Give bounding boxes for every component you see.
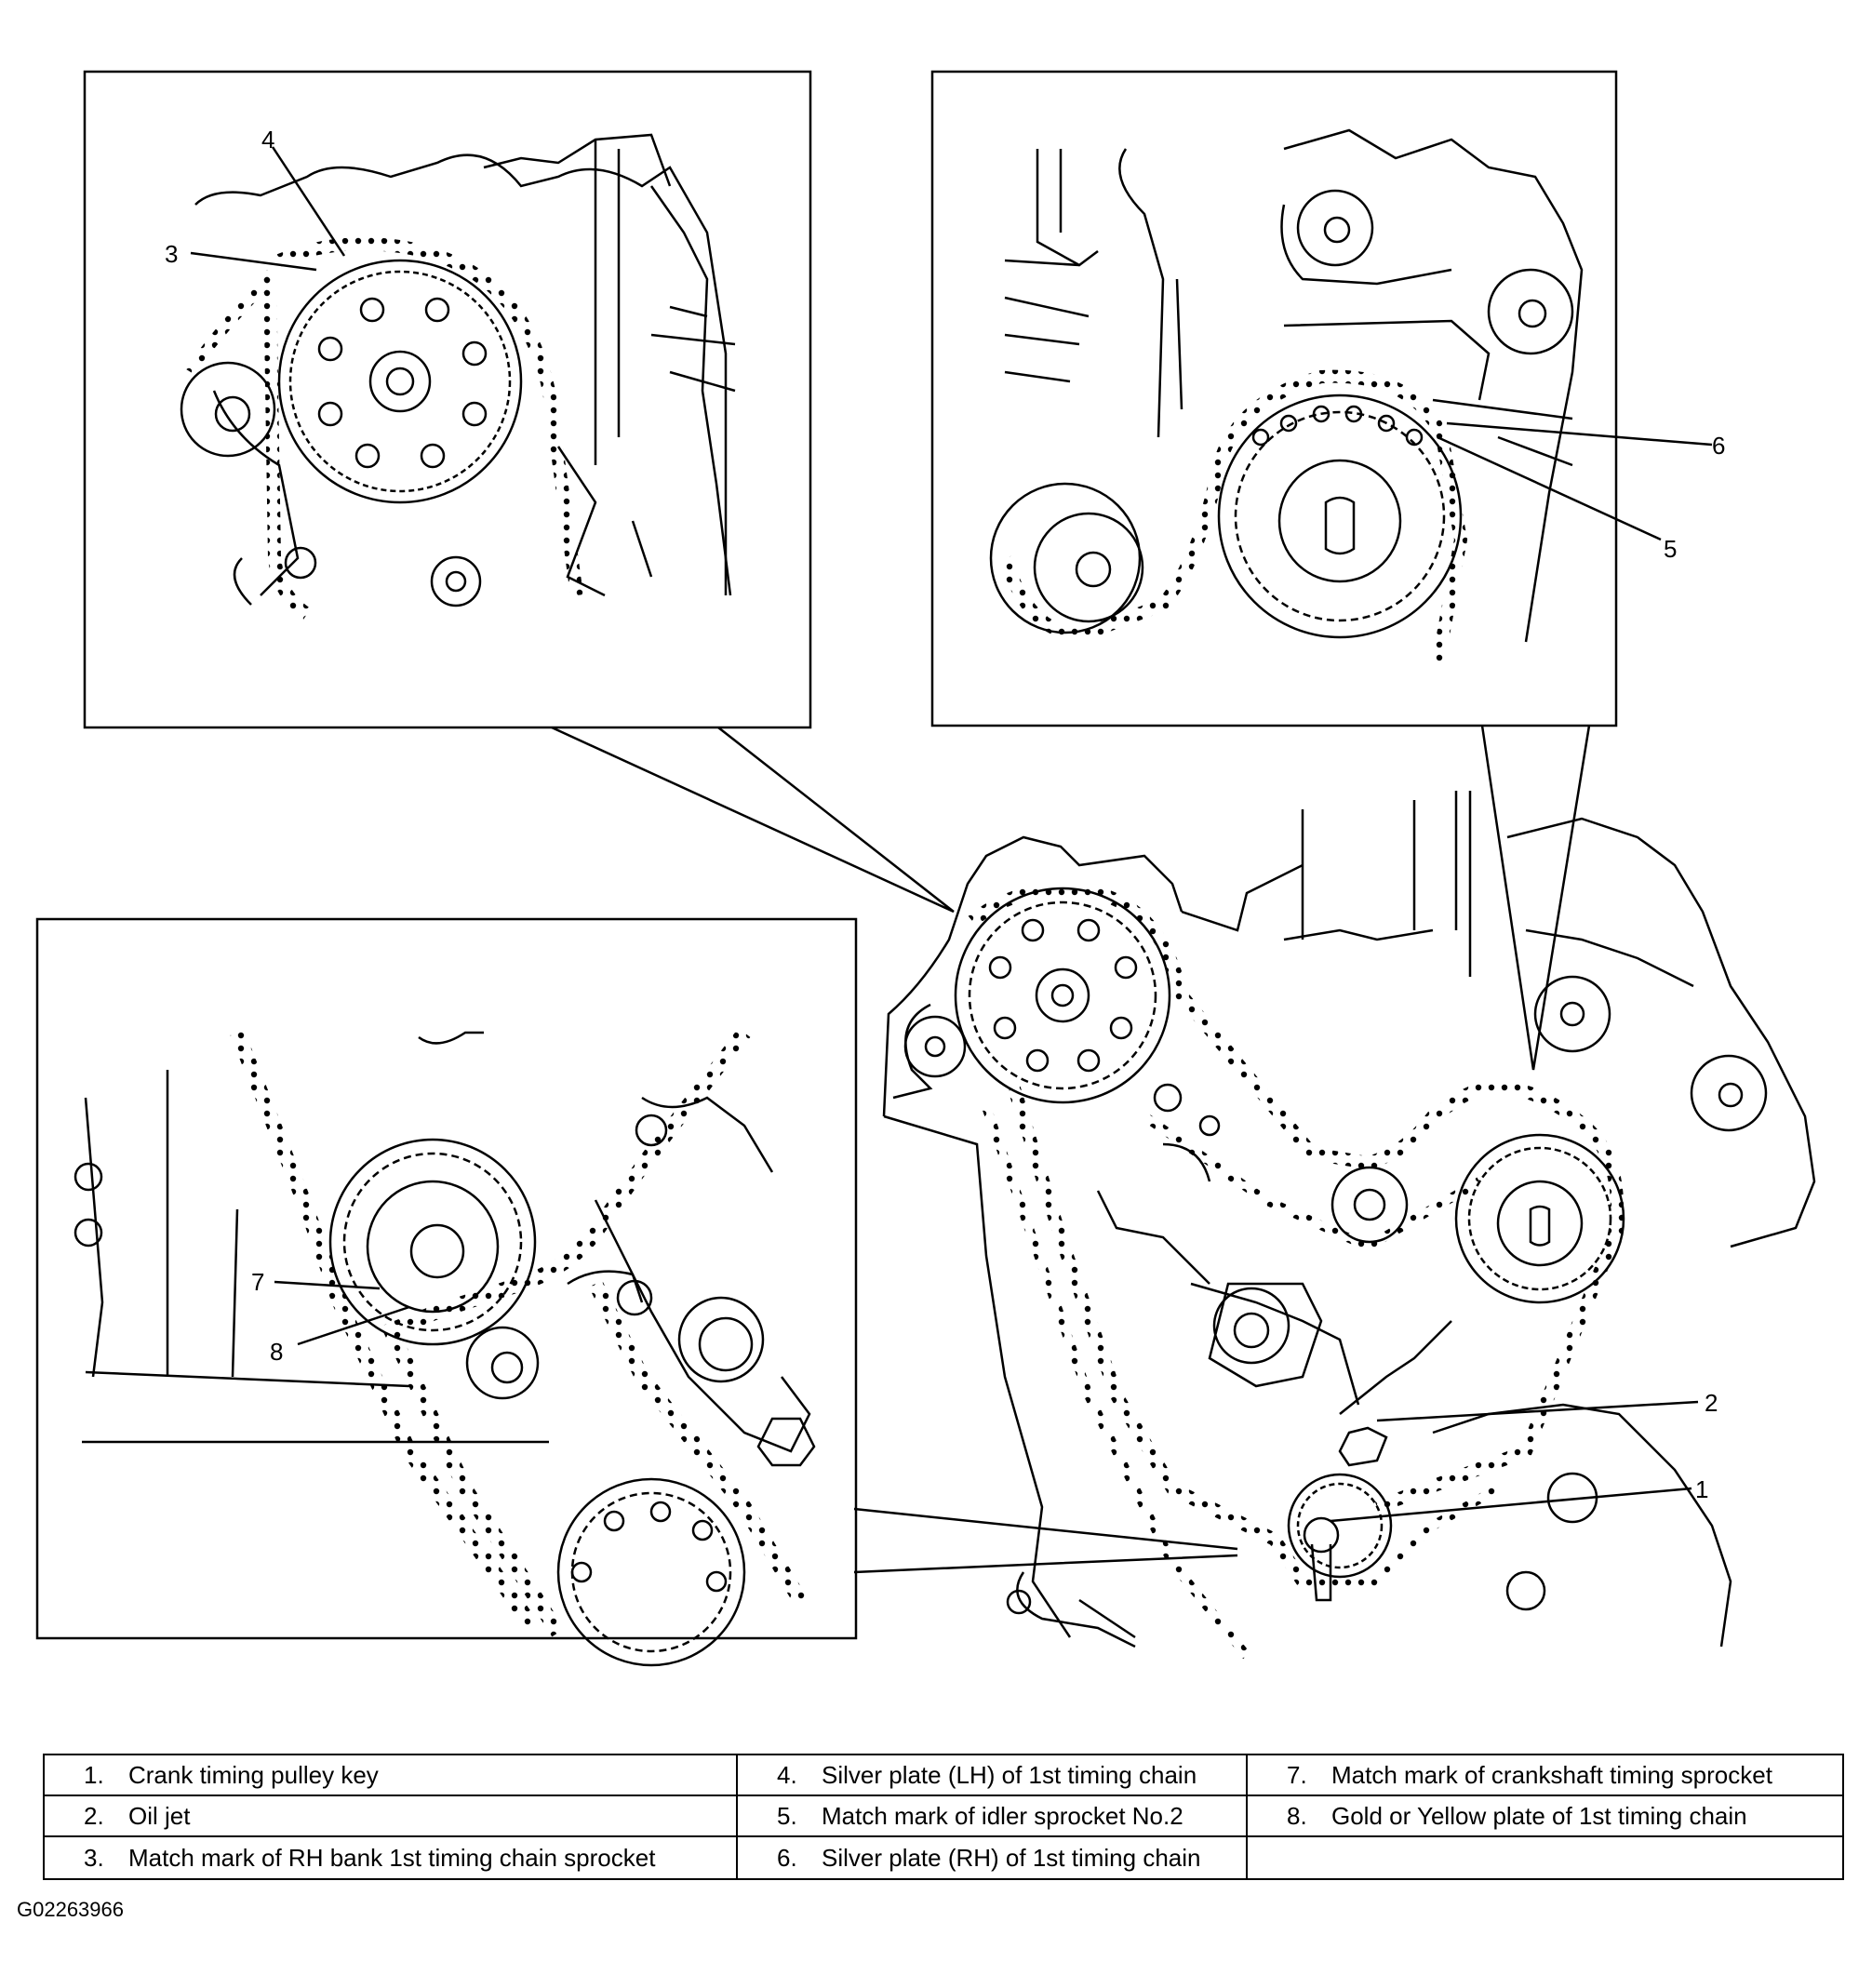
legend-label: Match mark of idler sprocket No.2 [822, 1801, 1183, 1830]
legend-number: 3. [84, 1843, 104, 1872]
callout-3: 3 [165, 240, 179, 268]
legend-label: Crank timing pulley key [128, 1760, 379, 1789]
callout-8: 8 [270, 1338, 284, 1366]
legend-label: Silver plate (LH) of 1st timing chain [822, 1760, 1197, 1789]
callout-7: 7 [251, 1268, 265, 1296]
figure-id: G02263966 [17, 1898, 124, 1921]
legend-cell: 4. Silver plate (LH) of 1st timing chain [738, 1755, 1248, 1796]
legend-cell: 8. Gold or Yellow plate of 1st timing cha… [1248, 1796, 1842, 1837]
legend-label: Gold or Yellow plate of 1st timing chain [1331, 1801, 1747, 1830]
legend-number: 8. [1287, 1801, 1307, 1830]
legend-cell: 5. Match mark of idler sprocket No.2 [738, 1796, 1248, 1837]
legend-number: 5. [777, 1801, 797, 1830]
timing-chain-diagram [35, 70, 1816, 1667]
callout-5: 5 [1664, 535, 1678, 563]
legend-number: 4. [777, 1760, 797, 1789]
callout-6: 6 [1712, 432, 1726, 460]
callout-1: 1 [1695, 1475, 1709, 1503]
legend-label: Match mark of RH bank 1st timing chain s… [128, 1843, 656, 1872]
legend-cell-empty [1248, 1837, 1842, 1878]
detail-box-bottom-left [35, 917, 858, 1667]
legend-number: 6. [777, 1843, 797, 1872]
legend-number: 1. [84, 1760, 104, 1789]
legend-label: Match mark of crankshaft timing sprocket [1331, 1760, 1772, 1789]
callout-2: 2 [1705, 1389, 1718, 1417]
callout-leaders [551, 725, 1591, 1574]
legend-cell: 7. Match mark of crankshaft timing sprock… [1248, 1755, 1842, 1796]
legend-cell: 6. Silver plate (RH) of 1st timing chain [738, 1837, 1248, 1878]
callout-4: 4 [261, 126, 275, 153]
detail-box-top-right [930, 70, 1713, 727]
legend-label: Oil jet [128, 1801, 191, 1830]
legend-number: 2. [84, 1801, 104, 1830]
legend-table: 1. Crank timing pulley key 4. Silver plate… [43, 1754, 1844, 1880]
detail-box-top-left [83, 70, 812, 729]
legend-cell: 2. Oil jet [45, 1796, 738, 1837]
legend-number: 7. [1287, 1760, 1307, 1789]
legend-cell: 1. Crank timing pulley key [45, 1755, 738, 1796]
legend-cell: 3. Match mark of RH bank 1st timing chain… [45, 1837, 738, 1878]
legend-label: Silver plate (RH) of 1st timing chain [822, 1843, 1201, 1872]
main-engine-view [882, 791, 1816, 1660]
